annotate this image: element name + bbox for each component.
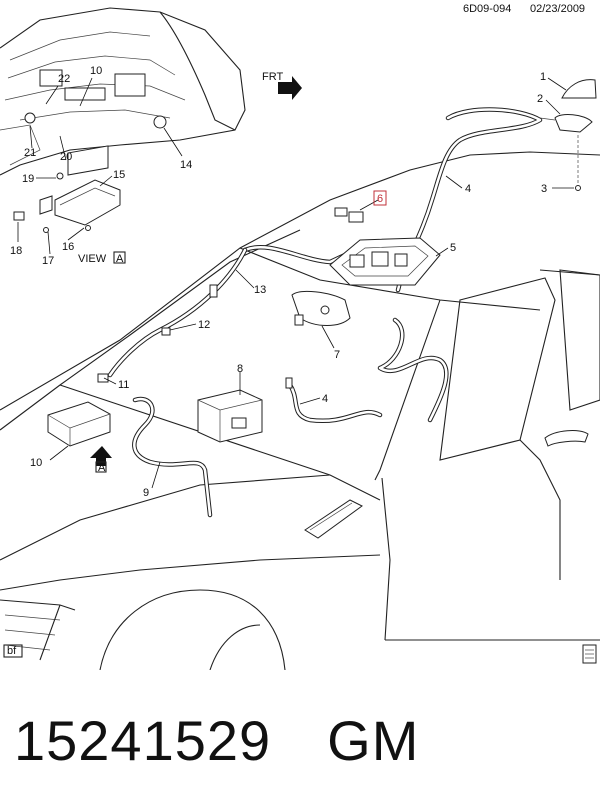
module-7	[291, 290, 351, 326]
callout-22: 22	[58, 73, 70, 85]
roof-harness-13	[107, 244, 449, 423]
callout-16: 16	[62, 241, 74, 253]
connector-6	[334, 207, 364, 223]
cable-4-lower	[287, 382, 383, 424]
front-label: FRT	[262, 71, 283, 83]
callout-1: 1	[540, 71, 546, 83]
callout-12: 12	[198, 319, 210, 331]
callout-14: 14	[180, 159, 192, 171]
callout-10-lower: 10	[30, 457, 42, 469]
part-caption: 15241529 GM	[14, 690, 594, 790]
callout-8: 8	[237, 363, 243, 375]
view-a-arrow: A	[90, 446, 112, 474]
parts-diagram: 6D09-094 02/23/2009 FRT VIEW A	[0, 3, 600, 670]
view-label: VIEW	[78, 253, 107, 265]
callout-2: 2	[537, 93, 543, 105]
callout-15: 15	[113, 169, 125, 181]
callout-6-highlight	[373, 190, 387, 206]
module-10-lower	[47, 401, 111, 447]
harness-9	[132, 396, 213, 518]
callout-18: 18	[10, 245, 22, 257]
part-number: 15241529	[14, 708, 272, 772]
book-icon	[582, 644, 597, 664]
callout-4-top: 4	[465, 183, 471, 195]
callout-11: 11	[118, 379, 129, 391]
callout-20: 20	[60, 151, 72, 163]
callout-7: 7	[334, 349, 340, 361]
bf-label: bf	[7, 645, 17, 657]
callout-17: 17	[42, 255, 54, 267]
view-letter: A	[116, 253, 124, 265]
clips	[97, 284, 293, 389]
vehicle-outline: bf	[0, 151, 600, 670]
callout-3: 3	[541, 183, 547, 195]
overhead-console-5	[329, 237, 441, 286]
roof-antenna	[539, 79, 597, 191]
callout-21: 21	[24, 147, 36, 159]
callout-10-upper: 10	[90, 65, 102, 77]
front-arrow-icon	[278, 76, 302, 100]
callout-6: 6	[377, 193, 383, 205]
brand-name: GM	[327, 708, 420, 772]
callout-13: 13	[254, 284, 266, 296]
drawing-id: 6D09-094	[463, 3, 511, 15]
callout-5: 5	[450, 242, 456, 254]
callout-9: 9	[143, 487, 149, 499]
callout-19: 19	[22, 173, 34, 185]
module-8	[197, 389, 263, 443]
drawing-date: 02/23/2009	[530, 3, 585, 15]
callout-4-lower: 4	[322, 393, 328, 405]
arrow-letter: A	[98, 462, 106, 474]
instrument-panel-detail: FRT VIEW A	[0, 7, 302, 265]
callout-leaders	[17, 77, 574, 489]
antenna-cable-4	[395, 107, 543, 293]
callout-labels: 1 2 3 4 5 6 7 8 9 10 11 12 13 4 14 15 16…	[10, 65, 547, 499]
